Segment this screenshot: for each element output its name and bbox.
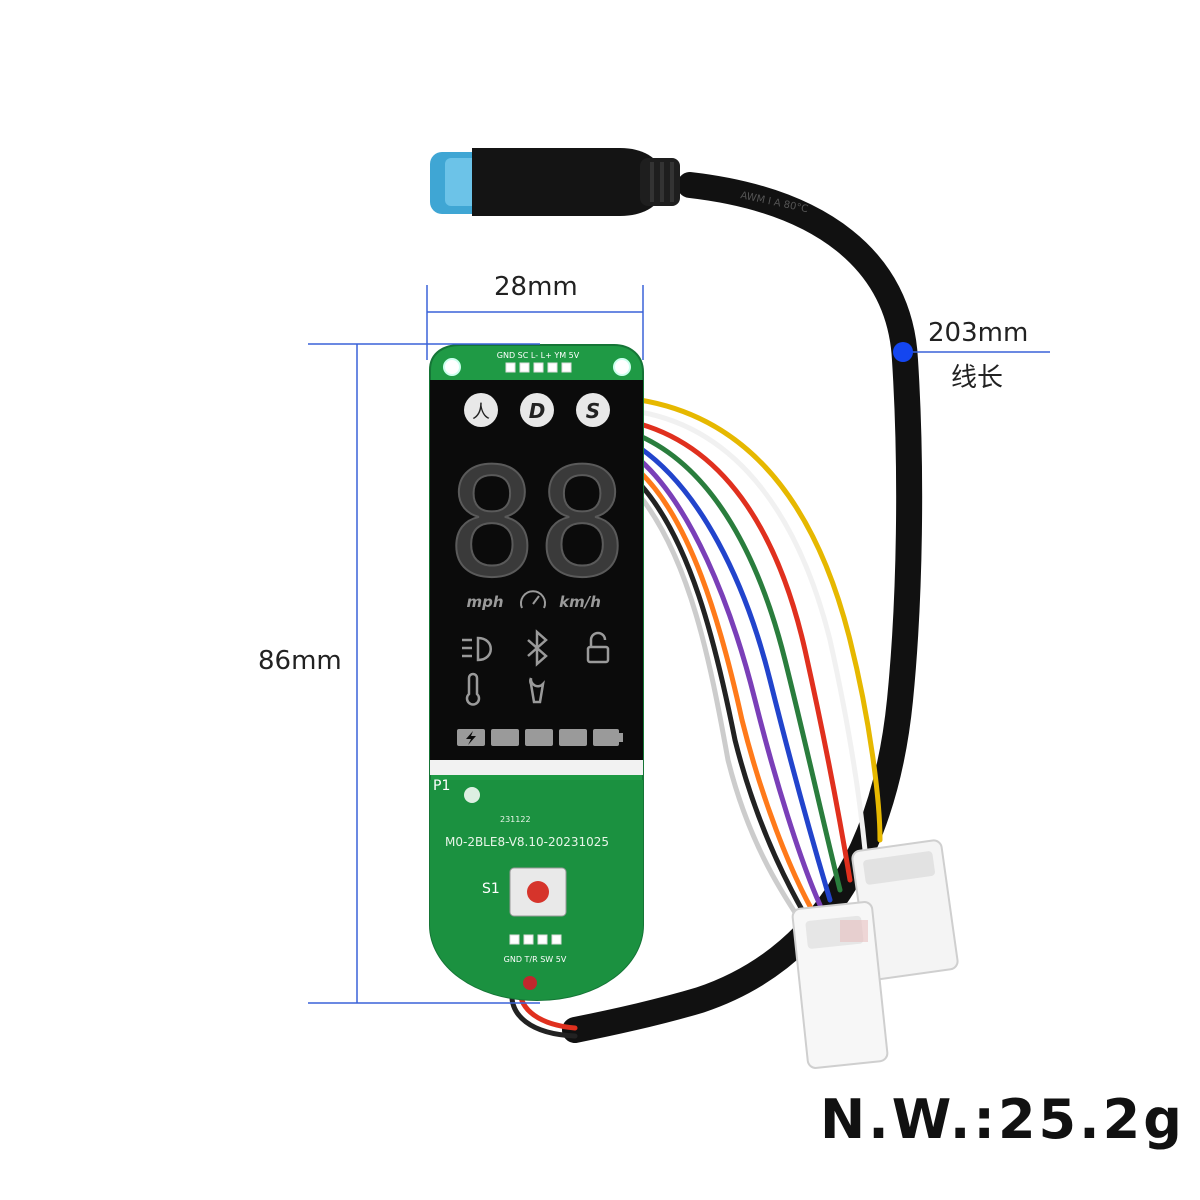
silkscreen-p1: P1 xyxy=(433,778,450,794)
cable-length-label: 203mm xyxy=(928,318,1029,348)
unit-kmh: km/h xyxy=(559,593,601,611)
date-code: 231122 xyxy=(500,815,531,824)
wrench-icon xyxy=(529,677,545,704)
mode-s-label: S xyxy=(586,399,600,423)
lcd-display xyxy=(430,380,643,775)
bottom-pin-labels: GND T/R SW 5V xyxy=(504,955,567,964)
main-cable xyxy=(562,172,923,1043)
height-label: 86mm xyxy=(258,646,342,676)
cable-length-marker xyxy=(893,342,1050,362)
thermometer-icon xyxy=(465,672,481,706)
cable-length-caption: 线长 xyxy=(951,363,1004,393)
battery-indicator xyxy=(457,729,623,746)
width-dimension xyxy=(426,285,644,360)
mode-d-label: D xyxy=(529,399,546,423)
top-pin-labels: GND SC L- L+ YM 5V xyxy=(497,351,580,360)
model-code: M0-2BLE8-V8.10-20231025 xyxy=(445,835,609,849)
wire-bundle xyxy=(509,397,883,1039)
width-label: 28mm xyxy=(494,272,578,302)
mode-walk-icon: 人 xyxy=(472,402,490,423)
bluetooth-icon xyxy=(527,629,548,667)
height-dimension xyxy=(308,343,540,1004)
net-weight-label: N.W.:25.2g xyxy=(820,1088,1185,1151)
unit-mph: mph xyxy=(466,593,503,611)
connector xyxy=(430,148,680,216)
white-connectors xyxy=(791,839,959,1069)
mode-buttons xyxy=(464,393,610,427)
speed-digits: 88 xyxy=(447,437,628,611)
headlight-icon xyxy=(462,636,492,662)
silkscreen-s1: S1 xyxy=(482,881,500,897)
lock-icon xyxy=(586,631,610,664)
speedometer-icon xyxy=(520,590,546,609)
